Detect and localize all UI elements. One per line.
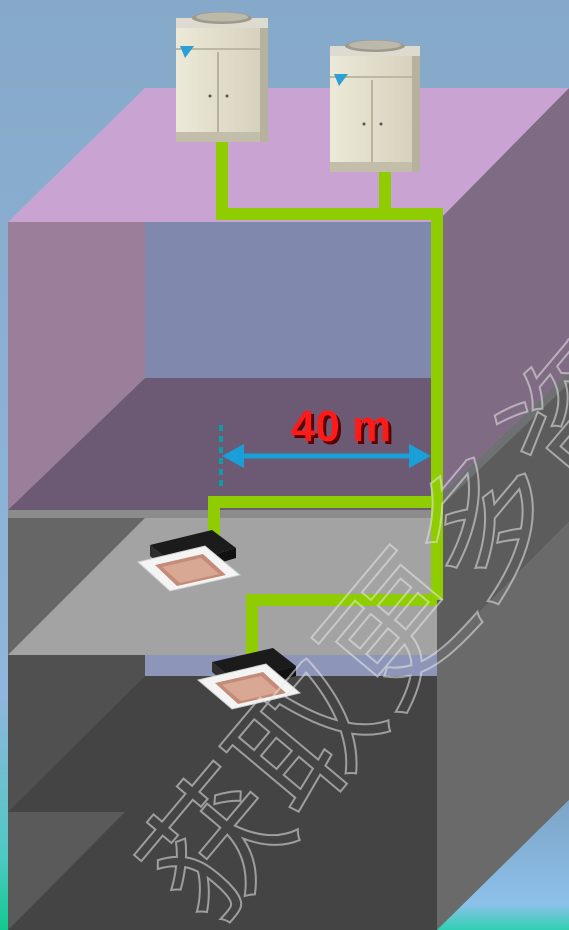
outdoor-unit-2	[330, 40, 420, 172]
upper-back-wall	[145, 222, 437, 378]
distance-label: 40 m	[291, 402, 391, 451]
lower-ceiling-band	[8, 510, 437, 518]
outdoor-unit-1	[176, 12, 268, 142]
